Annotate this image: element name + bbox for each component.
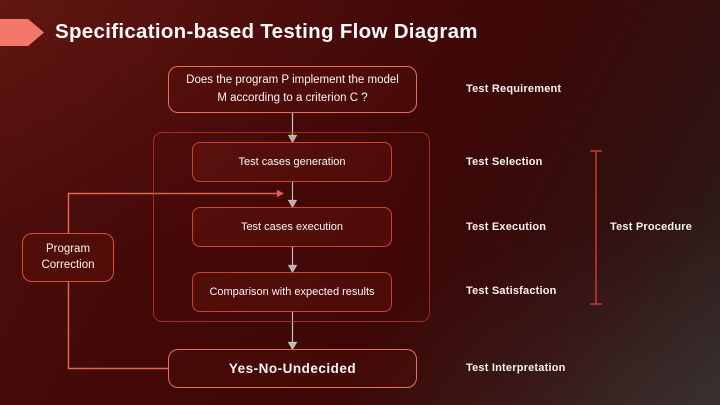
step-box-test-cases-generation: Test cases generation	[192, 142, 392, 182]
question-box: Does the program P implement the model M…	[168, 66, 417, 113]
program-correction-box: Program Correction	[22, 233, 114, 282]
label-test-selection: Test Selection	[466, 156, 543, 168]
program-correction-label: Program Correction	[41, 242, 95, 271]
slide-title: Specification-based Testing Flow Diagram	[55, 20, 478, 43]
arrow-down-icon	[287, 312, 298, 351]
label-test-satisfaction: Test Satisfaction	[466, 285, 557, 297]
result-box-label: Yes-No-Undecided	[228, 361, 357, 376]
step-label: Comparison with expected results	[209, 286, 375, 298]
question-box-label: Does the program P implement the model M…	[186, 73, 399, 104]
procedure-bracket	[590, 150, 602, 305]
step-label: Test cases execution	[240, 221, 344, 233]
step-box-comparison-expected-results: Comparison with expected results	[192, 272, 392, 312]
label-test-requirement: Test Requirement	[466, 83, 562, 95]
label-test-procedure: Test Procedure	[610, 221, 693, 233]
result-box: Yes-No-Undecided	[168, 349, 417, 388]
procedure-container-box	[153, 132, 430, 322]
arrow-down-icon	[287, 247, 298, 274]
arrow-down-icon	[287, 182, 298, 209]
step-label: Test cases generation	[238, 156, 346, 168]
label-test-execution: Test Execution	[466, 221, 547, 233]
step-box-test-cases-execution: Test cases execution	[192, 207, 392, 247]
label-test-interpretation: Test Interpretation	[466, 362, 566, 374]
